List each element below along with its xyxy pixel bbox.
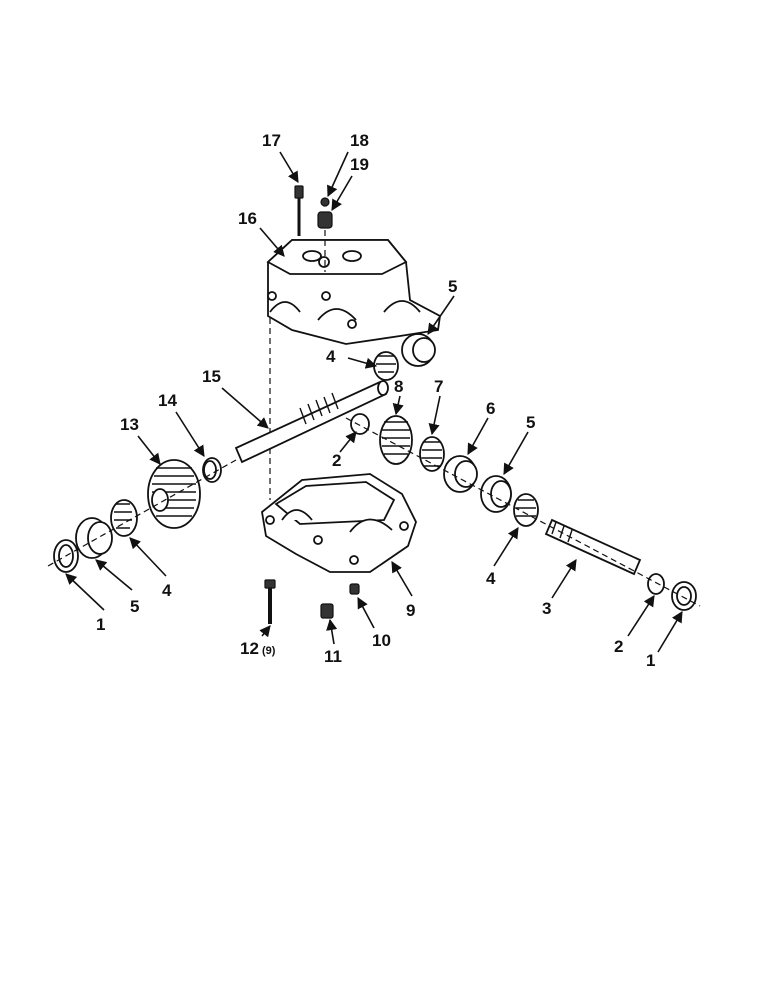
left-cup-5 — [75, 517, 113, 559]
sleeve-14 — [202, 457, 222, 483]
plug-10 — [349, 583, 360, 595]
callout-2-mid: 2 — [332, 451, 341, 470]
retaining-ring-2-right — [647, 573, 665, 595]
callout-13: 13 — [120, 415, 139, 434]
left-bearing-4 — [110, 499, 138, 537]
leader-lines — [65, 151, 683, 653]
gear-13 — [147, 459, 201, 529]
callout-2-right: 2 — [614, 637, 623, 656]
callout-19: 19 — [350, 155, 369, 174]
callout-5-left: 5 — [130, 597, 139, 616]
upper-housing — [266, 239, 441, 345]
callout-12-note: (9) — [262, 645, 276, 657]
fitting-11 — [320, 603, 334, 619]
gear-8 — [379, 415, 413, 465]
callout-16: 16 — [238, 209, 257, 228]
callout-9: 9 — [406, 601, 415, 620]
callout-4-right: 4 — [486, 569, 496, 588]
callout-1-right: 1 — [646, 651, 655, 670]
callout-8: 8 — [394, 377, 403, 396]
upper-bearing-4 — [373, 351, 399, 381]
bolt-12 — [264, 579, 276, 624]
upper-cup-5 — [401, 333, 436, 367]
cup-6 — [443, 455, 478, 493]
callout-5-top: 5 — [448, 277, 457, 296]
bearing-4-right — [513, 493, 539, 527]
callout-14: 14 — [158, 391, 177, 410]
callout-11: 11 — [324, 647, 342, 666]
callout-3: 3 — [542, 599, 551, 618]
callout-7: 7 — [434, 377, 443, 396]
callout-4-mid: 4 — [326, 347, 336, 366]
screw-17 — [294, 185, 304, 236]
bearing-7 — [419, 436, 445, 472]
callout-1-left: 1 — [96, 615, 105, 634]
callout-12: 12 — [240, 639, 259, 658]
ring-1-right — [671, 581, 697, 611]
shaft-3 — [544, 518, 642, 576]
cup-5-right — [480, 475, 512, 513]
callout-10: 10 — [372, 631, 391, 650]
callout-15: 15 — [202, 367, 221, 386]
callout-18: 18 — [350, 131, 369, 150]
shaft-15 — [234, 380, 389, 464]
callout-17: 17 — [262, 131, 281, 150]
callout-4-left: 4 — [162, 581, 172, 600]
lower-housing — [261, 473, 417, 573]
left-axis-line — [47, 459, 237, 567]
vent-plug-18-19 — [317, 197, 333, 272]
retaining-ring-2-mid — [350, 413, 370, 435]
callout-5-right: 5 — [526, 413, 535, 432]
callout-6: 6 — [486, 399, 495, 418]
right-axis-line — [345, 417, 701, 607]
